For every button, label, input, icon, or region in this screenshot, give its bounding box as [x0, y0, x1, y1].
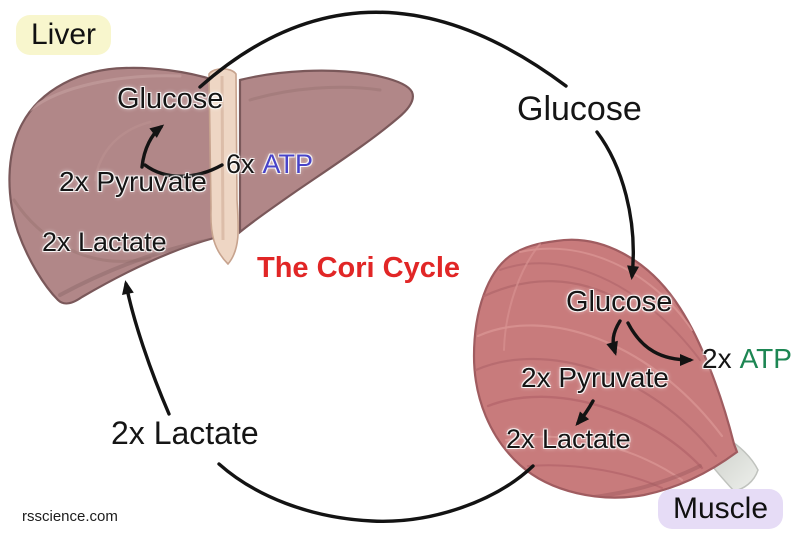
muscle-atp-word: ATP: [739, 343, 792, 374]
liver-label: Liver: [16, 15, 112, 55]
liver-lactate-label: 2x Lactate: [42, 227, 167, 257]
arrow-glucose-into-muscle: [595, 130, 640, 280]
curve-liver-atp-input: [143, 163, 224, 178]
liver-right-lobe: [238, 69, 414, 235]
liver-illustration: [8, 66, 414, 305]
muscle-pyruvate-label: 2x Pyruvate: [521, 362, 669, 393]
muscle-glucose-label: Glucose: [566, 286, 673, 318]
arc-liver-to-muscle: [198, 10, 568, 89]
muscle-atp-count: 2x: [702, 343, 732, 374]
muscle-lactate-label: 2x Lactate: [506, 424, 631, 454]
arrow-muscle-glucose-to-pyruvate: [606, 319, 622, 356]
bloodstream-lactate-label: 2x Lactate: [111, 415, 259, 451]
liver-atp-word: ATP: [262, 149, 314, 179]
cycle-arrows: [122, 10, 694, 523]
liver-pyruvate-label: 2x Pyruvate: [59, 166, 207, 197]
arrow-muscle-glucose-to-atp: [626, 321, 694, 366]
muscle-label: Muscle: [658, 489, 784, 529]
arrow-lactate-into-liver: [122, 280, 171, 416]
diagram-title: The Cori Cycle: [257, 252, 461, 284]
liver-atp-count: 6x: [226, 149, 255, 179]
watermark-text: rsscience.com: [22, 508, 118, 525]
arrow-muscle-pyruvate-to-lactate: [575, 399, 595, 427]
arc-muscle-to-liver: [217, 462, 535, 523]
muscle-illustration: [472, 238, 759, 499]
arrow-liver-pyruvate-to-glucose: [140, 124, 165, 169]
bloodstream-glucose-label: Glucose: [517, 90, 642, 128]
liver-glucose-label: Glucose: [117, 83, 224, 115]
